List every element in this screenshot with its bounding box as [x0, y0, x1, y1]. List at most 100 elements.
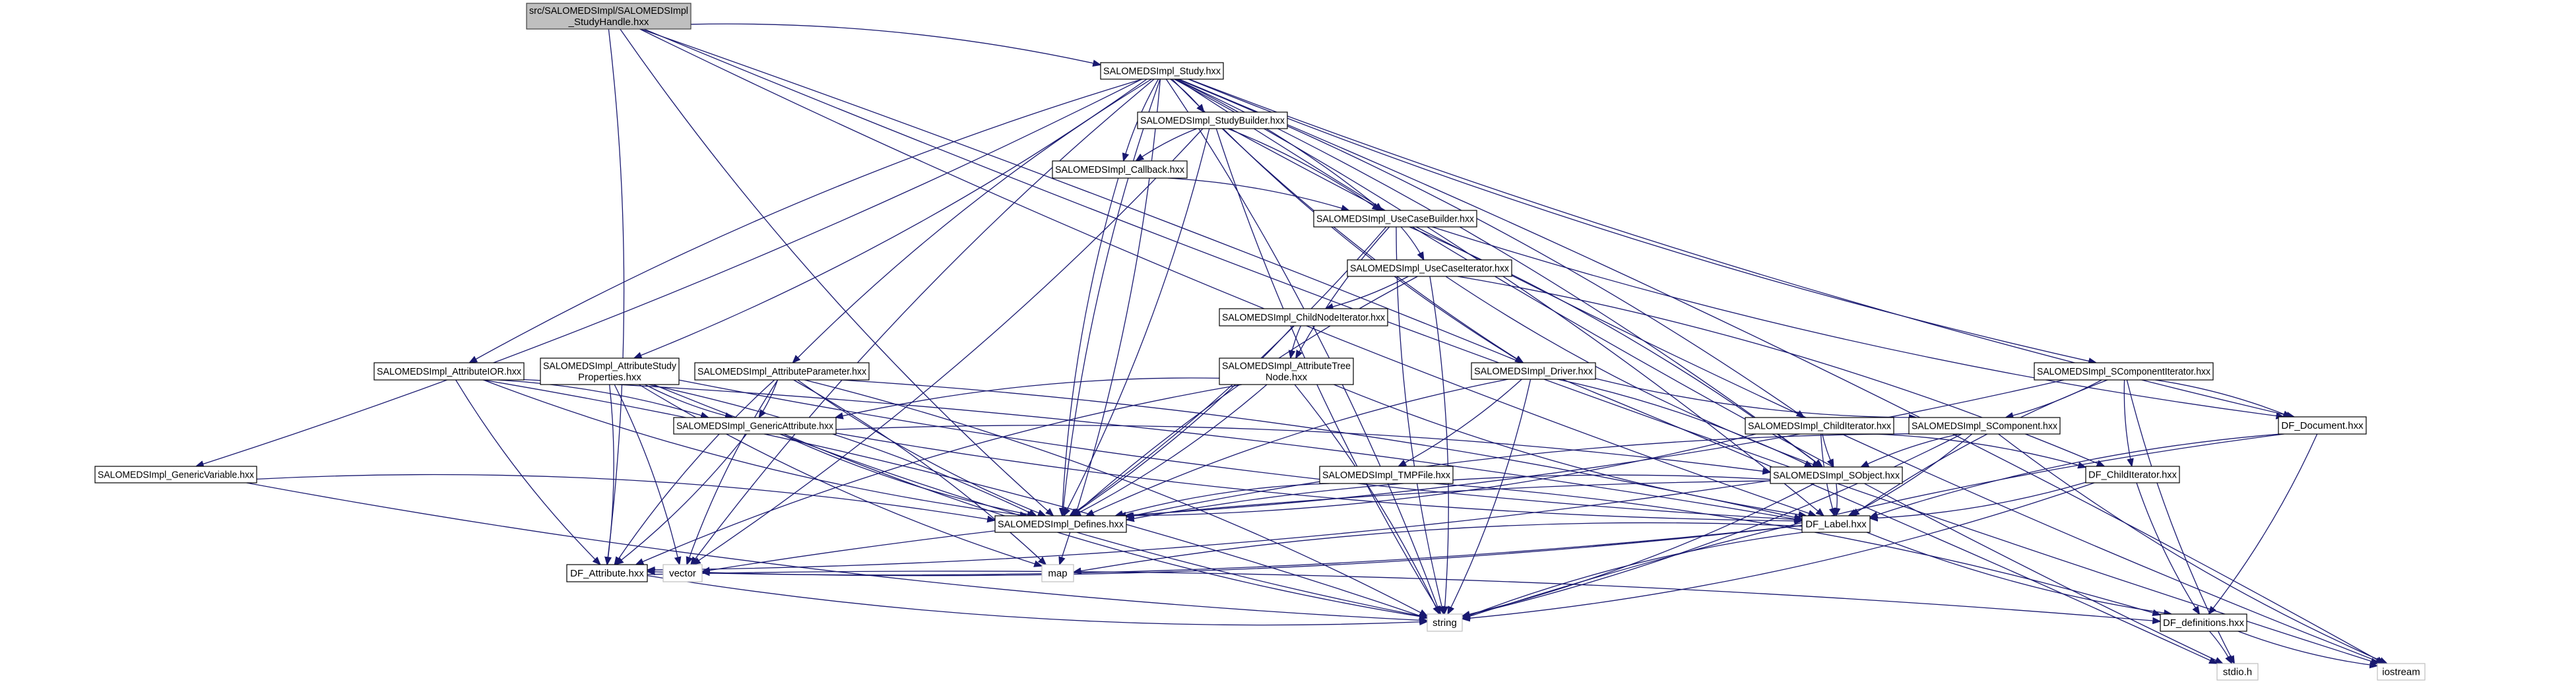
edge-studybuilder-to-vector — [693, 128, 1204, 565]
node-label: SALOMEDSImpl_Study.hxx — [1103, 66, 1221, 77]
edge-scomponent-to-df_label — [1848, 433, 1973, 516]
edge-scomponentiterator-to-df_document — [2155, 379, 2291, 418]
node-box — [2216, 663, 2259, 681]
node-label: DF_definitions.hxx — [2163, 617, 2244, 629]
node-label: SALOMEDSImpl_StudyBuilder.hxx — [1140, 115, 1285, 127]
node-childnodeiterator[interactable]: SALOMEDSImpl_ChildNodeIterator.hxx — [1219, 308, 1388, 326]
edge-df_childiterator-to-df_definitions — [2136, 482, 2199, 614]
edge-attributetreenode-to-df_attribute — [636, 384, 1242, 565]
edge-attributeparameter-to-genericattribute — [759, 379, 779, 418]
node-box — [1770, 466, 1903, 484]
node-attributeior[interactable]: SALOMEDSImpl_AttributeIOR.hxx — [373, 362, 525, 381]
edge-studybuilder-to-driver — [1223, 128, 1524, 363]
edge-study-to-attributeior — [469, 78, 1143, 363]
edge-childiterator-to-defines — [1124, 433, 1756, 516]
edge-root-to-stdio — [640, 28, 2217, 664]
edge-driver-to-sobject — [1557, 379, 1812, 467]
node-childiterator[interactable]: SALOMEDSImpl_ChildIterator.hxx — [1745, 417, 1894, 435]
node-label: vector — [669, 568, 696, 579]
node-df_definitions[interactable]: DF_definitions.hxx — [2160, 613, 2247, 632]
edge-study-to-scomponentiterator — [1188, 78, 2096, 363]
node-study[interactable]: SALOMEDSImpl_Study.hxx — [1100, 62, 1224, 80]
node-string[interactable]: string — [1427, 613, 1463, 632]
node-stdio[interactable]: stdio.h — [2216, 663, 2259, 681]
node-box — [1745, 417, 1894, 435]
node-box — [1219, 308, 1388, 326]
node-genericvariable[interactable]: SALOMEDSImpl_GenericVariable.hxx — [94, 466, 257, 483]
node-genericattribute[interactable]: SALOMEDSImpl_GenericAttribute.hxx — [673, 417, 837, 435]
node-box — [2160, 613, 2247, 632]
node-label: string — [1433, 617, 1457, 629]
node-attributestudyproperties[interactable]: SALOMEDSImpl_AttributeStudyProperties.hx… — [540, 358, 680, 385]
node-df_childiterator[interactable]: DF_ChildIterator.hxx — [2085, 466, 2180, 483]
edge-study-to-map — [1060, 78, 1161, 565]
edge-study-to-attributeparameter — [792, 78, 1152, 363]
node-df_document[interactable]: DF_Document.hxx — [2278, 416, 2367, 435]
edge-driver-to-defines — [1086, 379, 1508, 516]
node-label: SALOMEDSImpl_AttributeIOR.hxx — [377, 366, 521, 377]
edge-genericattribute-to-df_label — [835, 433, 1802, 521]
node-box — [526, 3, 692, 30]
edge-attributeparameter-to-string — [804, 379, 1427, 616]
node-attributeparameter[interactable]: SALOMEDSImpl_AttributeParameter.hxx — [694, 362, 870, 381]
edge-df_definitions-to-stdio — [2209, 631, 2232, 664]
edge-usecaseiterator-to-childnodeiterator — [1326, 276, 1409, 309]
node-box — [2085, 466, 2180, 483]
edge-df_definitions-to-iostream — [2238, 631, 2377, 666]
edge-childiterator-to-df_childiterator — [1872, 433, 2086, 467]
node-studybuilder[interactable]: SALOMEDSImpl_StudyBuilder.hxx — [1137, 111, 1288, 129]
edge-df_document-to-df_definitions — [2208, 433, 2318, 614]
edge-studybuilder-to-usecasebuilder — [1227, 128, 1380, 210]
edge-studybuilder-to-defines — [1064, 128, 1210, 516]
edge-childiterator-to-sobject — [1822, 433, 1834, 467]
node-scomponent[interactable]: SALOMEDSImpl_SComponent.hxx — [1908, 417, 2061, 435]
node-label: DF_Label.hxx — [1805, 519, 1867, 530]
edge-df_childiterator-to-df_label — [1870, 482, 2086, 518]
node-box — [2034, 362, 2214, 381]
node-label: Node.hxx — [1266, 372, 1308, 383]
node-usecaseiterator[interactable]: SALOMEDSImpl_UseCaseIterator.hxx — [1347, 259, 1512, 277]
node-usecasebuilder[interactable]: SALOMEDSImpl_UseCaseBuilder.hxx — [1313, 210, 1477, 228]
edge-scomponentiterator-to-df_label — [1852, 379, 2108, 516]
node-tmpfile[interactable]: SALOMEDSImpl_TMPFile.hxx — [1319, 466, 1454, 484]
edge-usecaseiterator-to-defines — [1073, 276, 1418, 516]
node-label: SALOMEDSImpl_SObject.hxx — [1773, 470, 1900, 482]
node-root[interactable]: src/SALOMEDSImpl/SALOMEDSImpl_StudyHandl… — [526, 3, 692, 30]
edge-usecasebuilder-to-usecaseiterator — [1400, 226, 1424, 260]
node-callback[interactable]: SALOMEDSImpl_Callback.hxx — [1052, 160, 1188, 179]
node-iostream[interactable]: iostream — [2377, 663, 2426, 681]
edge-df_label-to-map — [1074, 522, 1803, 573]
node-box — [540, 358, 680, 385]
edge-attributeparameter-to-df_attribute — [614, 379, 775, 565]
node-label: SALOMEDSImpl_Callback.hxx — [1055, 164, 1184, 175]
edge-driver-to-tmpfile — [1398, 379, 1522, 466]
edge-study-to-genericvariable — [196, 78, 1142, 466]
node-scomponentiterator[interactable]: SALOMEDSImpl_SComponentIterator.hxx — [2034, 362, 2214, 381]
edge-df_attribute-to-df_definitions — [647, 571, 2160, 621]
edge-attributestudyproperties-to-vector — [614, 384, 680, 565]
node-df_label[interactable]: DF_Label.hxx — [1801, 515, 1871, 533]
node-defines[interactable]: SALOMEDSImpl_Defines.hxx — [994, 515, 1127, 533]
node-box — [1427, 613, 1463, 632]
node-box — [1100, 62, 1224, 80]
node-driver[interactable]: SALOMEDSImpl_Driver.hxx — [1471, 362, 1596, 380]
node-df_attribute[interactable]: DF_Attribute.hxx — [566, 564, 648, 582]
edge-attributeparameter-to-df_label — [841, 379, 1802, 519]
edge-attributetreenode-to-defines — [1073, 384, 1268, 516]
node-label: SALOMEDSImpl_UseCaseBuilder.hxx — [1316, 214, 1474, 225]
edge-attributeior-to-string — [482, 379, 1427, 618]
node-label: SALOMEDSImpl_ChildIterator.hxx — [1748, 421, 1891, 432]
node-sobject[interactable]: SALOMEDSImpl_SObject.hxx — [1770, 466, 1903, 484]
node-label: src/SALOMEDSImpl/SALOMEDSImpl — [529, 5, 688, 16]
node-box — [2377, 663, 2426, 681]
node-vector[interactable]: vector — [662, 564, 703, 582]
edge-scomponent-to-sobject — [1861, 433, 1960, 467]
edge-usecaseiterator-to-string — [1429, 276, 1449, 614]
edge-genericattribute-to-df_attribute — [616, 433, 748, 565]
edge-study-to-defines — [1062, 78, 1161, 516]
edge-df_attribute-to-string — [647, 575, 1427, 625]
node-box — [94, 466, 257, 483]
node-box — [1908, 417, 2061, 435]
node-map[interactable]: map — [1041, 564, 1074, 582]
